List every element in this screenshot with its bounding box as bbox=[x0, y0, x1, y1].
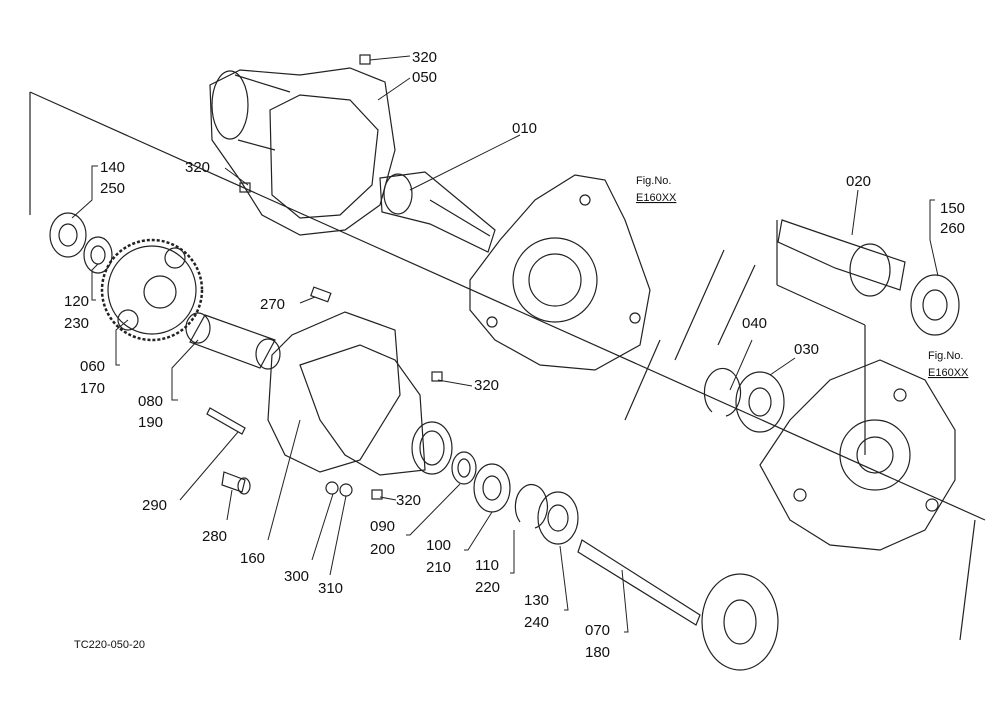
callout-140: 140 bbox=[100, 159, 125, 176]
bearing-030 bbox=[735, 371, 785, 433]
callout-170: 170 bbox=[80, 380, 105, 397]
rear-cover-upper bbox=[469, 174, 651, 371]
callout-210: 210 bbox=[426, 559, 451, 576]
callout-270: 270 bbox=[260, 296, 285, 313]
callout-250: 250 bbox=[100, 180, 125, 197]
fig-ref-label-upper: Fig.No. bbox=[636, 175, 671, 187]
callout-050: 050 bbox=[412, 69, 437, 86]
bearing-case-160 bbox=[267, 311, 453, 476]
circlip-040 bbox=[703, 367, 742, 417]
callout-320-top: 320 bbox=[412, 49, 437, 66]
callout-280: 280 bbox=[202, 528, 227, 545]
callout-150: 150 bbox=[940, 200, 965, 217]
callout-290: 290 bbox=[142, 497, 167, 514]
fig-ref-lower: E160XX bbox=[928, 367, 969, 379]
diagram-code: TC220-050-20 bbox=[74, 639, 145, 651]
callout-320-low: 320 bbox=[396, 492, 421, 509]
housing-050 bbox=[209, 67, 396, 236]
callout-010: 010 bbox=[512, 120, 537, 137]
circlip-110 bbox=[514, 484, 548, 529]
axle-070 bbox=[577, 539, 779, 671]
transmission-case-right bbox=[759, 359, 956, 551]
frame-lines bbox=[29, 91, 986, 641]
seal-090 bbox=[451, 451, 477, 485]
fig-ref-label-lower: Fig.No. bbox=[928, 350, 963, 362]
bearing-140 bbox=[49, 212, 87, 258]
callout-100: 100 bbox=[426, 537, 451, 554]
callout-090: 090 bbox=[370, 518, 395, 535]
bearing-150 bbox=[910, 274, 960, 336]
callout-320-mid: 320 bbox=[474, 377, 499, 394]
callout-200: 200 bbox=[370, 541, 395, 558]
callout-120: 120 bbox=[64, 293, 89, 310]
callout-040: 040 bbox=[742, 315, 767, 332]
callout-020: 020 bbox=[846, 173, 871, 190]
fig-ref-upper: E160XX bbox=[636, 192, 677, 204]
bolt-280 bbox=[221, 471, 251, 495]
callout-260: 260 bbox=[940, 220, 965, 237]
plug-320-top bbox=[359, 54, 371, 65]
washer-300 bbox=[325, 481, 339, 495]
plug-320-low bbox=[371, 489, 383, 500]
callout-220: 220 bbox=[475, 579, 500, 596]
callout-030: 030 bbox=[794, 341, 819, 358]
shaft-020 bbox=[777, 219, 906, 297]
nut-310 bbox=[339, 483, 353, 497]
callout-160: 160 bbox=[240, 550, 265, 567]
shaft-010 bbox=[379, 171, 496, 253]
callout-190: 190 bbox=[138, 414, 163, 431]
callout-310: 310 bbox=[318, 580, 343, 597]
bearing-100 bbox=[473, 463, 511, 513]
callout-080: 080 bbox=[138, 393, 163, 410]
gear-060 bbox=[100, 238, 204, 342]
callout-240: 240 bbox=[524, 614, 549, 631]
bearing-130 bbox=[537, 491, 579, 545]
callout-110: 110 bbox=[475, 557, 499, 574]
pin-270 bbox=[310, 286, 332, 303]
plug-320-mid bbox=[431, 371, 443, 382]
callout-130: 130 bbox=[524, 592, 549, 609]
callout-230: 230 bbox=[64, 315, 89, 332]
callout-300: 300 bbox=[284, 568, 309, 585]
leader-lines bbox=[71, 55, 939, 633]
callout-070: 070 bbox=[585, 622, 610, 639]
stud-290 bbox=[206, 407, 246, 435]
callout-060: 060 bbox=[80, 358, 105, 375]
callout-180: 180 bbox=[585, 644, 610, 661]
callout-320-left: 320 bbox=[185, 159, 210, 176]
collar-080 bbox=[185, 312, 281, 370]
